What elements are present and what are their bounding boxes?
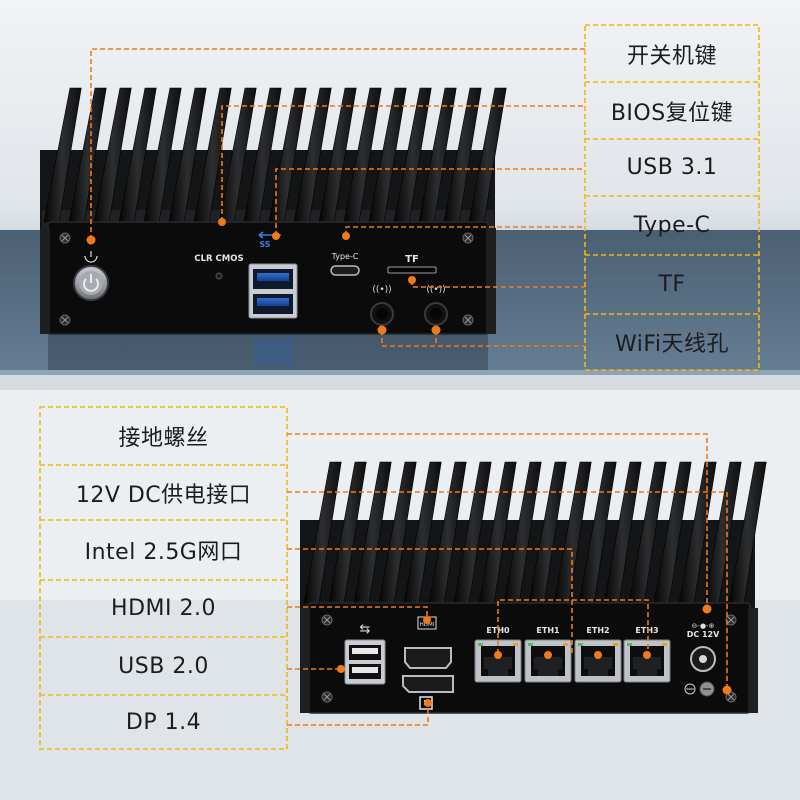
callout-usb31: USB 3.1 <box>626 155 718 180</box>
rear-screws <box>321 614 737 703</box>
power-button <box>73 251 109 301</box>
ethernet-port <box>524 639 572 683</box>
tf-panel-label: TF <box>405 254 419 265</box>
tf-slot <box>387 266 437 274</box>
screw <box>59 314 71 326</box>
front-callout-frame <box>584 24 760 371</box>
usb31-ports: SS <box>248 231 298 319</box>
typec-panel-label: Type-C <box>331 252 359 261</box>
usb20-ports: ⇆ <box>344 622 386 685</box>
ethernet-port <box>623 639 671 683</box>
eth1-label: ETH1 <box>536 626 560 635</box>
callout-bios-reset: BIOS复位键 <box>610 100 734 126</box>
svg-text:SS: SS <box>259 240 270 249</box>
callout-wifi-holes: WiFi天线孔 <box>614 332 730 357</box>
callout-typec: Type-C <box>633 213 711 238</box>
screw <box>321 691 333 703</box>
typec-port <box>330 265 360 276</box>
dc-power-jack: ⊖-●-⊕ DC 12V <box>687 622 720 672</box>
ethernet-ports: ETH0 ETH1 ETH2 ETH3 <box>474 626 671 683</box>
screw <box>725 614 737 626</box>
screw <box>59 232 71 244</box>
callout-power-button: 开关机键 <box>626 43 717 69</box>
screw <box>462 232 474 244</box>
hdmi-port: HDMI <box>404 616 452 669</box>
power-icon <box>83 274 99 292</box>
screw <box>321 614 333 626</box>
svg-text:HDMI: HDMI <box>420 622 435 628</box>
clr-cmos-label: CLR CMOS <box>194 254 243 264</box>
callout-lan: Intel 2.5G网口 <box>84 540 243 565</box>
callout-tf: TF <box>658 272 686 297</box>
front-screws <box>59 232 474 326</box>
callout-usb20: USB 2.0 <box>118 653 209 679</box>
ethernet-port <box>574 639 622 683</box>
ethernet-port <box>474 639 522 683</box>
eth3-label: ETH3 <box>635 626 658 635</box>
eth2-label: ETH2 <box>586 626 609 635</box>
callout-dp: DP 1.4 <box>125 709 202 735</box>
ground-screw <box>684 681 715 697</box>
callout-dc-power: 12V DC供电接口 <box>75 482 252 508</box>
screw <box>462 314 474 326</box>
svg-text:⊖-●-⊕: ⊖-●-⊕ <box>692 622 715 630</box>
front-heatsink-fins <box>43 87 507 223</box>
dc-label: DC 12V <box>687 630 720 639</box>
cmos-reset-hole <box>215 272 223 280</box>
wifi-icon: ((•)) <box>372 285 391 295</box>
callout-ground-screw: 接地螺丝 <box>118 426 209 451</box>
ground-icon <box>684 683 696 695</box>
wifi-icon: ((•)) <box>426 285 445 295</box>
rear-callout-frame <box>39 406 288 750</box>
callout-dots <box>86 218 732 707</box>
callout-hdmi: HDMI 2.0 <box>111 596 216 621</box>
usb-icon: ⇆ <box>360 622 371 637</box>
eth0-label: ETH0 <box>486 626 510 635</box>
wifi-antenna-holes: ((•)) ((•)) <box>370 285 448 326</box>
